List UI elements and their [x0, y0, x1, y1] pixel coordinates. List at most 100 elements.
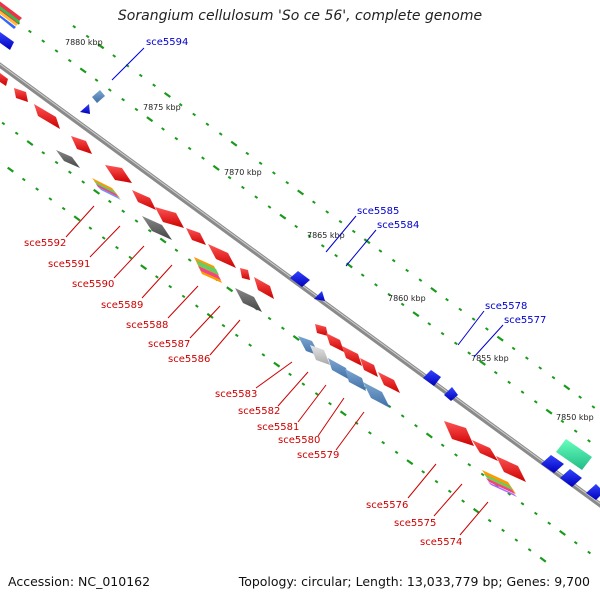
gene-label-sce5591: sce5591 — [48, 259, 90, 270]
gene-label-sce5575: sce5575 — [394, 518, 436, 529]
scale-tick — [121, 97, 125, 102]
gene-sce5585 — [290, 271, 310, 287]
scale-tick — [279, 213, 287, 220]
gene-sce5594 — [92, 90, 105, 103]
leader-line — [473, 324, 504, 358]
scale-tick — [181, 294, 186, 299]
scale-tick — [285, 180, 290, 185]
scale-tick — [527, 548, 532, 552]
scale-tick — [205, 122, 210, 127]
scale-tick — [381, 440, 386, 445]
scale-tick — [194, 304, 199, 308]
scale-tick — [178, 103, 183, 107]
kbp-marker: 7875 kbp — [143, 103, 181, 112]
gene-reverse — [105, 165, 132, 183]
gene-reverse — [254, 277, 274, 299]
scale-tick — [487, 518, 492, 523]
scale-tick — [101, 236, 106, 240]
leader-line — [325, 215, 357, 253]
gene-sce5592 — [92, 178, 121, 200]
scale-tick — [378, 249, 383, 253]
scale-tick — [434, 479, 439, 484]
leader-line — [317, 397, 345, 437]
scale-tick — [430, 287, 438, 293]
gene-label-sce5590: sce5590 — [72, 279, 114, 290]
gene-forward — [586, 484, 600, 500]
scale-tick — [134, 107, 139, 112]
scale-tick — [54, 49, 59, 53]
gene-sce5589 — [194, 257, 222, 283]
kbp-marker: 7850 kbp — [556, 413, 594, 422]
leader-line — [297, 384, 327, 423]
scale-tick — [73, 215, 81, 222]
gene-label-sce5581: sce5581 — [257, 422, 299, 433]
scale-tick — [507, 492, 512, 496]
scale-tick — [485, 327, 489, 331]
scale-tick — [218, 132, 223, 136]
scale-tick — [587, 550, 591, 555]
scale-tick — [338, 219, 343, 224]
scale-tick — [511, 346, 516, 351]
leader-line — [89, 225, 121, 258]
scale-tick — [67, 58, 72, 63]
kbp-marker: 7865 kbp — [307, 231, 345, 240]
scale-tick — [406, 459, 414, 466]
gene-label-sce5576: sce5576 — [366, 500, 408, 511]
gene-reverse — [71, 136, 92, 154]
scale-tick — [520, 390, 525, 394]
gene-reverse — [496, 456, 526, 482]
scale-tick — [533, 400, 538, 404]
scale-tick — [88, 226, 93, 230]
scale-tick — [112, 54, 117, 58]
scale-tick — [514, 538, 519, 542]
gene-label-sce5583: sce5583 — [215, 389, 257, 400]
scale-tick — [159, 237, 167, 244]
scale-tick — [187, 146, 192, 151]
scale-tick — [227, 175, 232, 180]
gene-sce5575 — [472, 440, 498, 461]
scale-tick — [161, 127, 165, 131]
scale-tick — [394, 450, 399, 455]
gene-sce5577 — [444, 387, 458, 401]
leader-line — [111, 47, 145, 81]
gene-label-sce5587: sce5587 — [148, 339, 190, 350]
scale-tick — [187, 258, 192, 262]
scale-tick — [391, 258, 396, 263]
kbp-marker: 7855 kbp — [471, 354, 509, 363]
scale-tick — [261, 353, 266, 357]
scale-tick — [400, 414, 405, 418]
scale-tick — [573, 429, 578, 433]
leader-line — [277, 371, 309, 407]
scale-tick — [507, 380, 512, 385]
scale-tick — [334, 253, 338, 258]
scale-tick — [421, 470, 426, 474]
gene-label-sce5584: sce5584 — [377, 220, 419, 231]
gene-forward-small — [80, 104, 90, 114]
scale-tick — [267, 316, 272, 321]
scale-tick — [547, 521, 552, 526]
kbp-marker: 7870 kbp — [224, 168, 262, 177]
scale-tick — [400, 302, 405, 307]
scale-tick — [297, 189, 305, 196]
reverse-labels: sce5592 sce5591 sce5590 sce5589 sce5588 … — [24, 205, 489, 548]
scale-tick — [480, 472, 485, 477]
scale-tick — [563, 384, 571, 391]
gene-sce5582 — [310, 345, 330, 365]
gene-label-sce5578: sce5578 — [485, 301, 527, 312]
gene-label-sce5580: sce5580 — [278, 435, 320, 446]
scale-tick — [294, 224, 299, 229]
gene-forward — [541, 455, 564, 473]
scale-tick — [1, 121, 6, 126]
gene-label-sce5577: sce5577 — [504, 315, 546, 326]
gene-sce5578 — [423, 370, 441, 386]
gene-reverse-gray — [56, 150, 80, 168]
scale-tick — [360, 273, 365, 277]
scale-tick — [454, 341, 458, 346]
gene-label-sce5588: sce5588 — [126, 320, 168, 331]
scale-tick — [573, 540, 578, 545]
gene-reverse — [0, 73, 8, 86]
scale-tick — [254, 195, 259, 199]
scale-tick — [472, 507, 480, 514]
scale-tick — [368, 431, 372, 435]
gene-sce5576 — [444, 421, 474, 446]
